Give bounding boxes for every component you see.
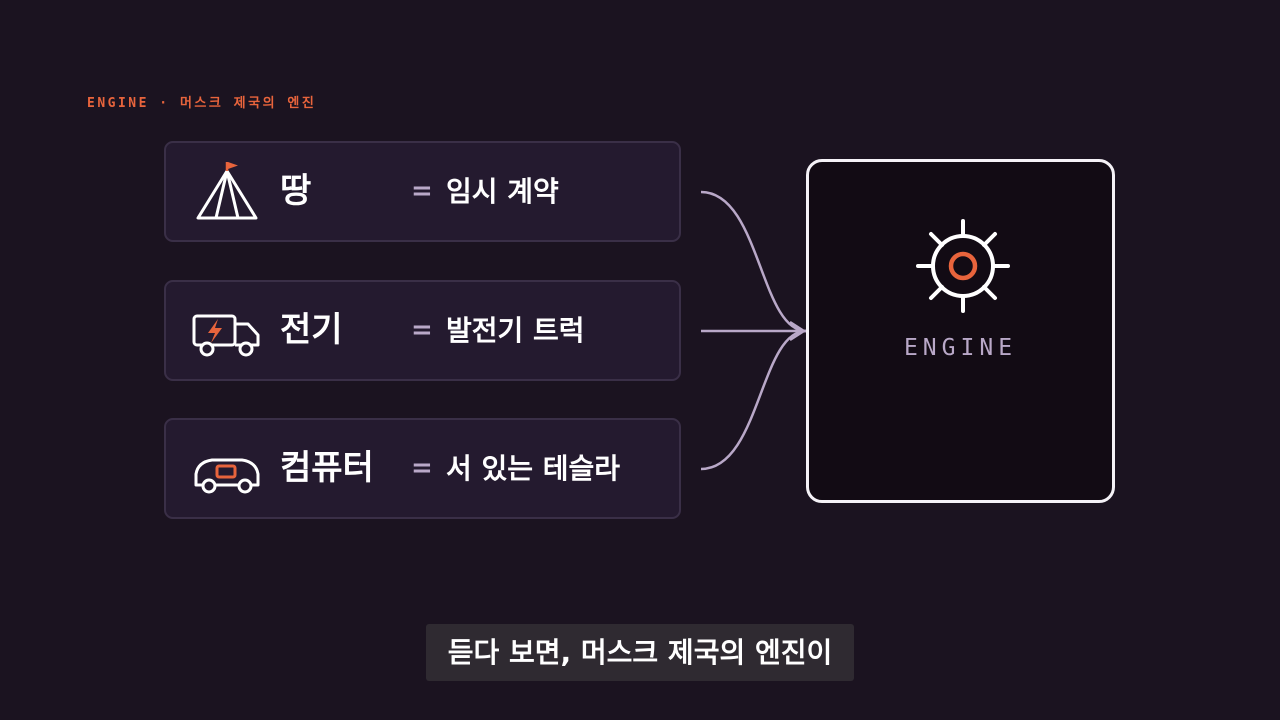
subtitle-caption: 듣다 보면, 머스크 제국의 엔진이 [426,624,854,681]
equals-sign: = [411,315,433,345]
section-kicker: ENGINE · 머스크 제국의 엔진 [87,96,317,111]
meaning-generator-truck: 발전기 트럭 [446,314,585,347]
engine-label: ENGINE [903,335,1018,361]
term-electricity: 전기 [280,310,343,350]
car-icon [192,438,262,500]
tent-flag-icon [192,161,262,223]
equals-sign: = [411,453,433,483]
meaning-parked-tesla: 서 있는 테슬라 [446,452,621,485]
electric-truck-icon [192,300,262,362]
equals-sign: = [411,176,433,206]
term-computer: 컴퓨터 [280,448,374,488]
input-card-land: 땅 = 임시 계약 [164,141,681,242]
term-land: 땅 [280,171,312,211]
input-card-computer: 컴퓨터 = 서 있는 테슬라 [164,418,681,519]
meaning-temporary-contract: 임시 계약 [446,175,559,208]
engine-gear-icon [915,218,1011,314]
engine-box: ENGINE [806,159,1115,503]
input-card-electricity: 전기 = 발전기 트럭 [164,280,681,381]
